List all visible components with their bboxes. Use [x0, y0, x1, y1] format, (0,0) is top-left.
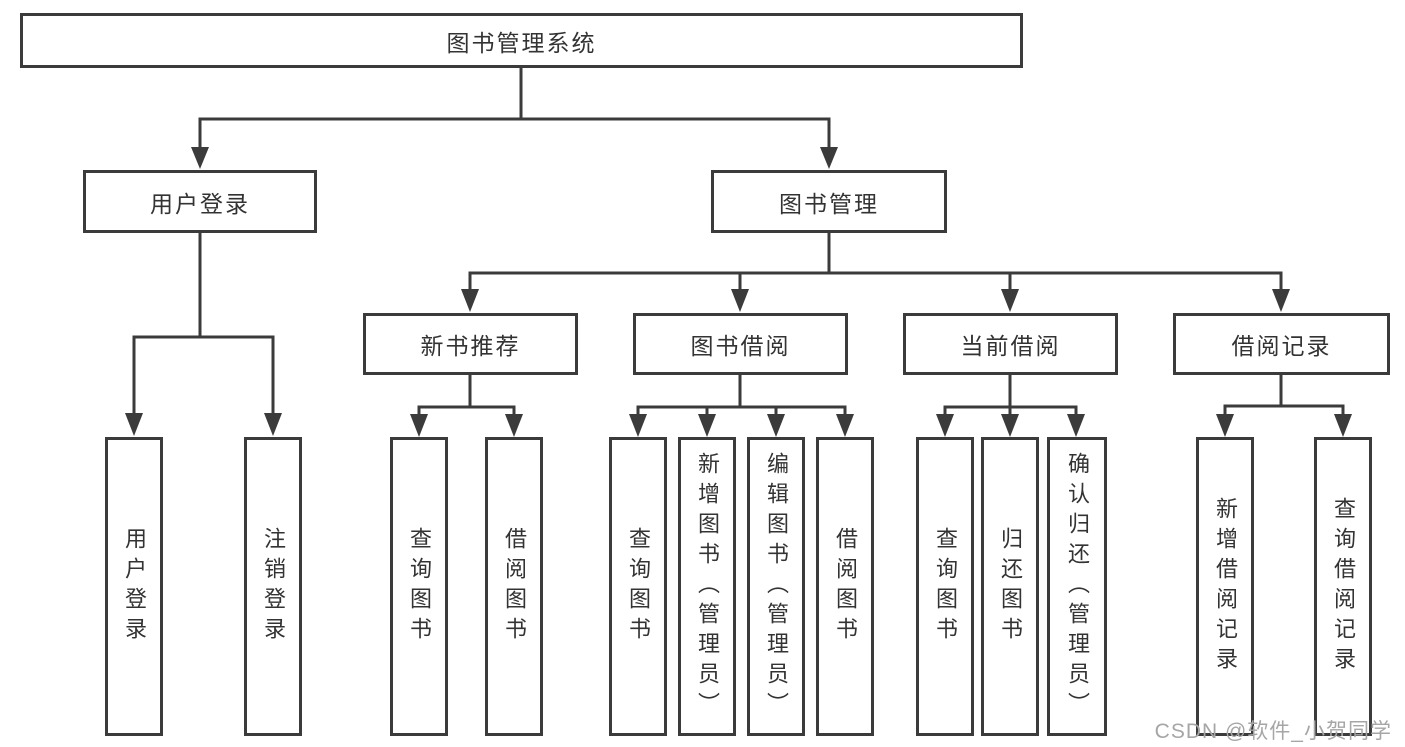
node-leaf-cb-confirm-return-admin: 确认归还（管理员） — [1047, 437, 1107, 736]
node-leaf-nbr-borrow-books: 借阅图书 — [485, 437, 543, 736]
node-leaf-bb-borrow-books: 借阅图书 — [816, 437, 874, 736]
node-current-borrow: 当前借阅 — [903, 313, 1118, 375]
leaf-label: 借阅图书 — [502, 526, 527, 647]
leaf-label: 查询图书 — [626, 526, 651, 647]
node-leaf-cb-query-books: 查询图书 — [916, 437, 974, 736]
node-leaf-br-add-record: 新增借阅记录 — [1196, 437, 1254, 736]
node-leaf-user-login: 用户登录 — [105, 437, 163, 736]
leaf-label: 用户登录 — [122, 526, 147, 647]
leaf-label: 编辑图书（管理员） — [764, 451, 789, 722]
csdn-watermark: CSDN @软件_小贺同学 — [1154, 720, 1392, 743]
node-book-borrow: 图书借阅 — [633, 313, 848, 375]
leaf-label: 查询图书 — [933, 526, 958, 647]
leaf-label: 新增借阅记录 — [1213, 496, 1238, 677]
leaf-label: 借阅图书 — [833, 526, 858, 647]
node-leaf-bb-add-books-admin: 新增图书（管理员） — [678, 437, 736, 736]
leaf-label: 确认归还（管理员） — [1065, 451, 1090, 722]
leaf-label: 查询借阅记录 — [1331, 496, 1356, 677]
node-leaf-bb-query-books: 查询图书 — [609, 437, 667, 736]
leaf-label: 归还图书 — [998, 526, 1023, 647]
node-new-book-recommend: 新书推荐 — [363, 313, 578, 375]
leaf-label: 查询图书 — [407, 526, 432, 647]
leaf-label: 注销登录 — [261, 526, 286, 647]
node-library-management-system: 图书管理系统 — [20, 13, 1023, 68]
leaf-label: 新增图书（管理员） — [695, 451, 720, 722]
node-borrow-records: 借阅记录 — [1173, 313, 1390, 375]
node-leaf-br-query-record: 查询借阅记录 — [1314, 437, 1372, 736]
node-book-management: 图书管理 — [711, 170, 947, 233]
node-leaf-nbr-query-books: 查询图书 — [390, 437, 448, 736]
node-leaf-logout: 注销登录 — [244, 437, 302, 736]
node-user-login: 用户登录 — [83, 170, 317, 233]
node-leaf-bb-edit-books-admin: 编辑图书（管理员） — [747, 437, 805, 736]
node-leaf-cb-return-books: 归还图书 — [981, 437, 1039, 736]
